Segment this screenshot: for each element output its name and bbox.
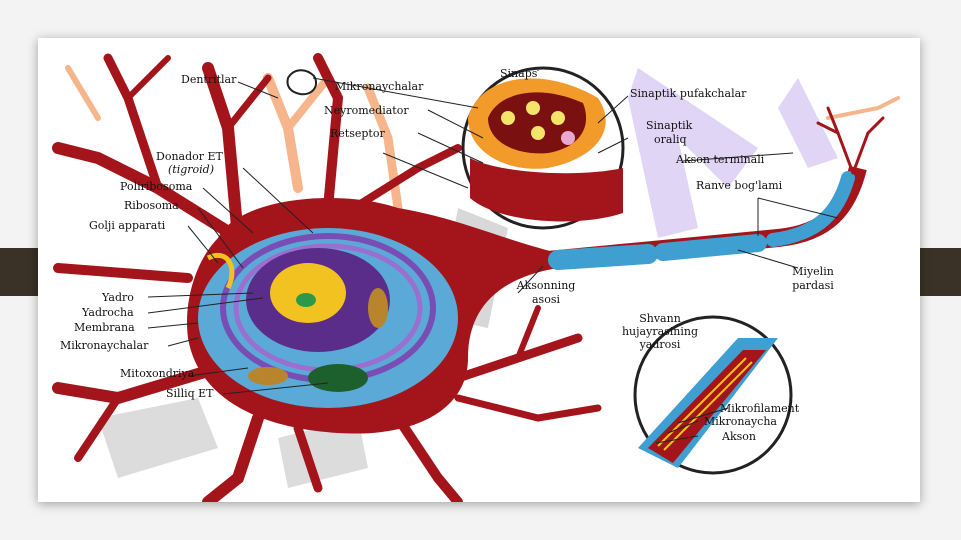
nucleolus <box>270 263 346 323</box>
mitochondria-2 <box>368 288 388 328</box>
leader-lines <box>147 70 839 444</box>
label-sinaps: Sinaps <box>500 67 538 80</box>
label-mitoxondriya: Mitoxondriya <box>120 367 195 380</box>
label-akson-terminali: Akson terminali <box>676 153 765 166</box>
smooth-er <box>308 364 368 392</box>
neuron-diagram <box>52 53 900 502</box>
label-mikrofilament: Mikrofilament <box>720 402 800 415</box>
myelin-inset <box>633 315 793 475</box>
label-silliq-et: Silliq ET <box>166 387 214 400</box>
label-membrana: Membrana <box>74 321 135 334</box>
label-miyelin-2: pardasi <box>792 279 834 292</box>
label-ranve: Ranve bog'lami <box>696 179 783 192</box>
label-shvann-2: hujayrasining <box>621 325 699 338</box>
synapse-connector <box>312 77 479 109</box>
diagram-card: Dentritlar Donador ET (tigroid) Poliribo… <box>38 38 920 502</box>
synapse-inset <box>461 66 625 230</box>
label-akson-asosi-2: asosi <box>532 293 560 306</box>
axon-terminal <box>816 106 885 175</box>
mitochondria <box>248 367 288 385</box>
label-mikronaycha: Mikronaycha <box>704 415 777 428</box>
label-oraliq: oraliq <box>654 133 687 146</box>
label-shvann-1: Shvann <box>639 312 681 325</box>
label-miyelin-1: Miyelin <box>792 265 834 278</box>
golgi <box>206 252 235 290</box>
label-neyromediator: Neyromediator <box>324 104 409 117</box>
nucleolus-core <box>296 293 316 307</box>
label-akson-asosi-1: Aksonning <box>516 279 576 292</box>
label-mikronaychalar-left: Mikronaychalar <box>60 339 149 352</box>
label-tigroid: (tigroid) <box>168 164 214 176</box>
label-golji: Golji apparati <box>89 219 166 232</box>
label-tigroid-text: (tigroid) <box>168 163 215 176</box>
label-dentritlar: Dentritlar <box>181 73 237 86</box>
label-mikronaychalar-top: Mikronaychalar <box>335 80 424 93</box>
label-shvann-3: yadrosi <box>639 338 681 351</box>
synapse-marker <box>286 69 318 96</box>
label-yadro: Yadro <box>102 291 134 304</box>
label-sinaptik-pufakchalar: Sinaptik pufakchalar <box>630 87 747 100</box>
axon <box>547 165 867 270</box>
label-donador-et: Donador ET <box>156 150 223 163</box>
label-retseptor: Retseptor <box>330 127 385 140</box>
label-yadrocha: Yadrocha <box>82 306 134 319</box>
label-ribosoma: Ribosoma <box>124 199 179 212</box>
label-poliribosoma: Poliribosoma <box>120 180 193 193</box>
label-sinaptik: Sinaptik <box>646 119 693 132</box>
label-akson: Akson <box>722 430 756 443</box>
